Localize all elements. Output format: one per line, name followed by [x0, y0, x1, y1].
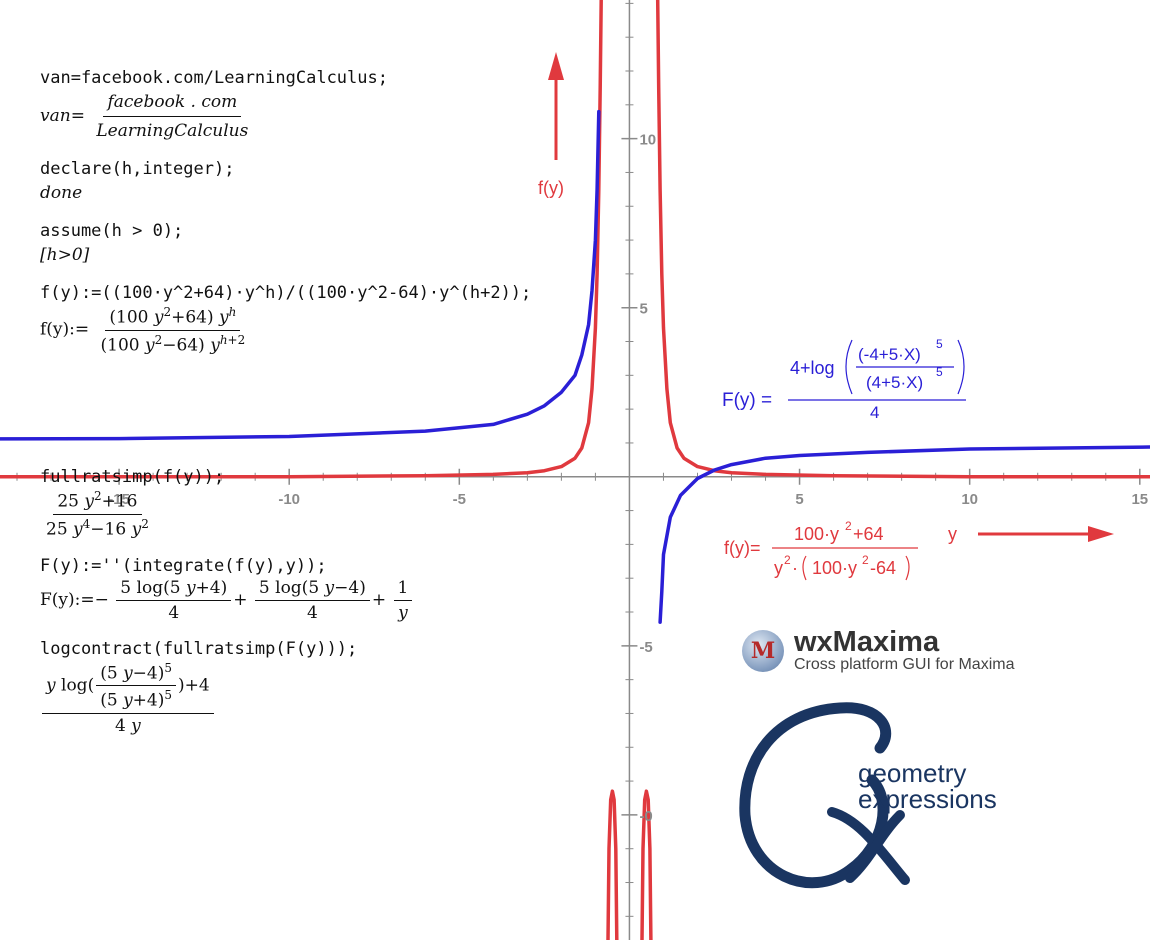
- svg-text:y: y: [774, 558, 783, 578]
- f-curve-segment: [655, 0, 1150, 479]
- x-tick-label: -15: [108, 491, 130, 508]
- tick-labels: -15 -10 -5 5 10 15 10 5 -5 -0: [108, 132, 1148, 825]
- svg-text:2: 2: [862, 553, 869, 567]
- wxmaxima-subtitle: Cross platform GUI for Maxima: [794, 656, 1015, 673]
- x-tick-label: 15: [1131, 491, 1148, 508]
- input-line[interactable]: van=facebook.com/LearningCalculus;: [40, 68, 388, 88]
- svg-text:2: 2: [784, 553, 791, 567]
- svg-text:(4+5·X): (4+5·X): [866, 373, 923, 392]
- x-tick-label: -5: [453, 491, 466, 508]
- svg-text:4: 4: [870, 403, 879, 422]
- x-tick-label: 5: [795, 491, 803, 508]
- svg-text:f(y)=: f(y)=: [724, 538, 761, 558]
- f-formula: f(y)= 100·y 2 +64 y 2 · 100·y 2 -64: [724, 519, 918, 581]
- code-cell-4: f(y):=((100·y^2+64)·y^h)/((100·y^2-64)·y…: [40, 281, 600, 355]
- svg-text:5: 5: [936, 365, 943, 379]
- f-curve-segment: [0, 0, 603, 479]
- y-tick-label: 5: [639, 301, 647, 318]
- svg-text:100·y: 100·y: [794, 524, 839, 544]
- f-curve-segment: [606, 789, 619, 940]
- svg-text:100·y: 100·y: [812, 558, 857, 578]
- y-tick-label: -0: [639, 808, 652, 825]
- maxima-session: van=facebook.com/LearningCalculus; van= …: [40, 66, 600, 750]
- svg-text:(-4+5·X): (-4+5·X): [858, 345, 921, 364]
- gx-line2: expressions: [858, 784, 997, 814]
- F-curve-segment: [658, 445, 1150, 624]
- code-cell-1: van=facebook.com/LearningCalculus; van= …: [40, 66, 600, 143]
- gx-line1: geometry: [858, 758, 967, 788]
- gx-logo-text: geometry expressions: [858, 760, 997, 812]
- F-formula: F(y) = 4+log (-4+5·X) 5 (4+5·X) 5 4: [722, 337, 966, 422]
- input-line[interactable]: fullratsimp(f(y));: [40, 467, 225, 488]
- x-tick-label: -10: [278, 491, 300, 508]
- code-cell-6: F(y):=''(integrate(f(y),y)); F(y):=− 5 l…: [40, 554, 600, 623]
- svg-text:4+log: 4+log: [790, 358, 835, 378]
- svg-text:F(y) =: F(y) =: [722, 390, 772, 411]
- svg-text:·: ·: [792, 558, 798, 578]
- input-line[interactable]: logcontract(fullratsimp(F(y)));: [40, 638, 358, 659]
- code-cell-3: assume(h > 0); [h>0]: [40, 219, 600, 267]
- input-line[interactable]: F(y):=''(integrate(f(y),y));: [40, 555, 327, 576]
- output-line: done: [40, 183, 83, 203]
- code-cell-2: declare(h,integer); done: [40, 157, 600, 205]
- svg-text:2: 2: [845, 519, 852, 533]
- input-line[interactable]: f(y):=((100·y^2+64)·y^h)/((100·y^2-64)·y…: [40, 283, 532, 303]
- wxmaxima-title: wxMaxima: [794, 626, 940, 658]
- y-tick-label: 10: [639, 132, 656, 149]
- gx-logo-icon: [739, 702, 910, 889]
- f-arrow-label: f(y): [538, 178, 564, 198]
- wxmaxima-badge-icon: M: [742, 630, 784, 672]
- y-arrow: [978, 526, 1114, 542]
- input-line[interactable]: assume(h > 0);: [40, 221, 184, 241]
- input-line[interactable]: declare(h,integer);: [40, 159, 235, 179]
- f-curve-segment: [640, 789, 653, 940]
- code-cell-7: logcontract(fullratsimp(F(y))); y log((5…: [40, 637, 600, 736]
- F-curve-segment: [0, 109, 601, 441]
- svg-text:-64: -64: [870, 558, 896, 578]
- svg-text:5: 5: [936, 337, 943, 351]
- wxmaxima-logo: M wxMaxima Cross platform GUI for Maxima: [742, 628, 1014, 674]
- svg-text:+64: +64: [853, 524, 884, 544]
- output-line: f(y):= (100 y2+64) yh(100 y2−64) yh+2: [40, 305, 246, 356]
- x-tick-label: 10: [961, 491, 978, 508]
- f-arrow: [548, 52, 564, 160]
- y-arrow-label: y: [948, 524, 957, 544]
- output-line: [h>0]: [40, 245, 90, 265]
- y-tick-label: -5: [639, 639, 652, 656]
